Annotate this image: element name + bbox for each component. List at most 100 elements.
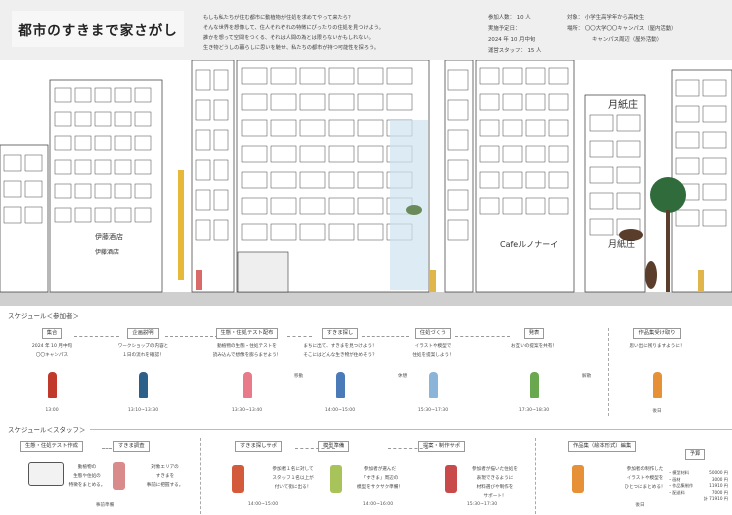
label: 実施予定日： [488, 26, 521, 32]
step-time: 17:30~18:30 [518, 408, 550, 413]
desc-line: 模型をサクサク準備！ [357, 485, 403, 490]
step-desc: ワークショップの内容と [117, 344, 169, 349]
desc-line: スタッフ１名以上が [272, 476, 314, 481]
step-desc: 読み込んで想像を膨らませよう！ [212, 353, 282, 358]
window [328, 145, 355, 163]
window [589, 218, 614, 236]
fish-mural [390, 120, 428, 290]
step-desc: お互いの提案を共有！ [511, 344, 557, 349]
window [54, 159, 72, 175]
window [54, 183, 72, 199]
window [195, 159, 211, 181]
window [270, 119, 297, 137]
window [479, 197, 500, 215]
connector [455, 336, 510, 337]
window [74, 135, 92, 151]
person [698, 270, 704, 292]
window [525, 145, 546, 163]
prep-time: 事前準備 [95, 503, 115, 508]
desc-line: すきまを [155, 474, 175, 479]
staff-step-desc: 対象エリアのすきまを事前に把握する。 [140, 463, 190, 490]
building [191, 60, 235, 293]
staff-illustration [232, 465, 244, 493]
window [702, 157, 727, 175]
window [447, 159, 469, 181]
window [54, 87, 72, 103]
window [328, 223, 355, 241]
person-illustration [336, 372, 345, 398]
intro-line: 誰かを想って空間をつくる、それは人間の為とは限らないかもしれない。 [203, 35, 374, 41]
window [195, 189, 211, 211]
window [328, 119, 355, 137]
staff-step-label: 生態・住処テスト作成 [20, 441, 83, 452]
window [616, 192, 641, 210]
window [328, 197, 355, 215]
window [447, 219, 469, 241]
shop-sign: 月紙庄 [608, 238, 635, 250]
staff-value: 15 人 [527, 48, 542, 54]
window [675, 157, 700, 175]
window [270, 197, 297, 215]
bear [619, 229, 643, 241]
window [134, 87, 152, 103]
window [299, 197, 326, 215]
step-desc-block: 2024 年 10 月中旬〇〇キャンパス [0, 342, 112, 360]
desc-line: 動植物の [77, 465, 97, 470]
divider [200, 438, 201, 514]
step-time: 13:30~13:40 [231, 408, 263, 413]
window [525, 93, 546, 111]
poster-title: 都市のすきまで家さがし [12, 11, 184, 47]
building [49, 79, 163, 293]
staff-step-desc: 参加者が描いた住処を表現できるように材料選びや制作をサポート！ [460, 465, 530, 501]
window [548, 197, 569, 215]
desc-line: 事前に把握する。 [146, 483, 184, 488]
connector [295, 448, 335, 449]
participant-step: 住処づくうイラストや模型で住処を提案しよう！ [373, 328, 493, 360]
window [386, 93, 413, 111]
step-label: 企画説明 [127, 328, 159, 339]
date-value: 2024 年 10 月中旬 [488, 37, 536, 43]
step-time: 後日 [652, 409, 662, 414]
window [241, 119, 268, 137]
person-illustration [429, 372, 438, 398]
window [24, 154, 43, 172]
window [213, 69, 229, 91]
intro-line: そんな世界を想像して、住人それぞれの特徴にぴったりの住処を見つけよう。 [203, 25, 384, 31]
window [54, 111, 72, 127]
step-desc: １日の流れを確認！ [122, 353, 164, 358]
window [270, 67, 297, 85]
step-desc-block: ワークショップの内容と １日の流れを確認！ [83, 342, 203, 360]
window [213, 129, 229, 151]
section-heading: スケジュール＜参加者＞ [8, 312, 80, 320]
window [447, 99, 469, 121]
step-desc: まちに出て、すきまを見つけよう！ [303, 344, 377, 349]
staff-step-label: 模型準備 [318, 441, 350, 452]
window [3, 154, 22, 172]
staff-illustration [28, 462, 64, 486]
connector [362, 336, 409, 337]
window [299, 119, 326, 137]
window [589, 140, 614, 158]
window [616, 166, 641, 184]
window [94, 87, 112, 103]
window [134, 111, 152, 127]
staff-step-label: 作品集（絵本形式）編集 [568, 441, 637, 452]
window [94, 207, 112, 223]
step-desc-block: まちに出て、すきまを見つけよう！そこにはどんな生き物が住めそう？ [280, 342, 400, 360]
window [114, 159, 132, 175]
window [548, 93, 569, 111]
step-label: 住処づくう [414, 328, 452, 339]
desc-line: 「すきま」周辺の [361, 476, 399, 481]
connector [74, 336, 119, 337]
shutter [237, 251, 289, 293]
shop-sign: 月紙庄 [608, 98, 638, 111]
staff-illustration [572, 465, 584, 493]
person [430, 270, 436, 292]
desc-line: 付いて街に出る！ [274, 485, 312, 490]
person-illustration [48, 372, 57, 398]
building [0, 144, 49, 293]
cafe-sign: Cafeルノナーイ [500, 240, 558, 249]
participant-step: 生態・住処テスト配布動植物の生態・住処テストを読み込んで想像を膨らませよう！ [187, 328, 307, 360]
step-label: 集合 [41, 328, 63, 339]
window [616, 114, 641, 132]
